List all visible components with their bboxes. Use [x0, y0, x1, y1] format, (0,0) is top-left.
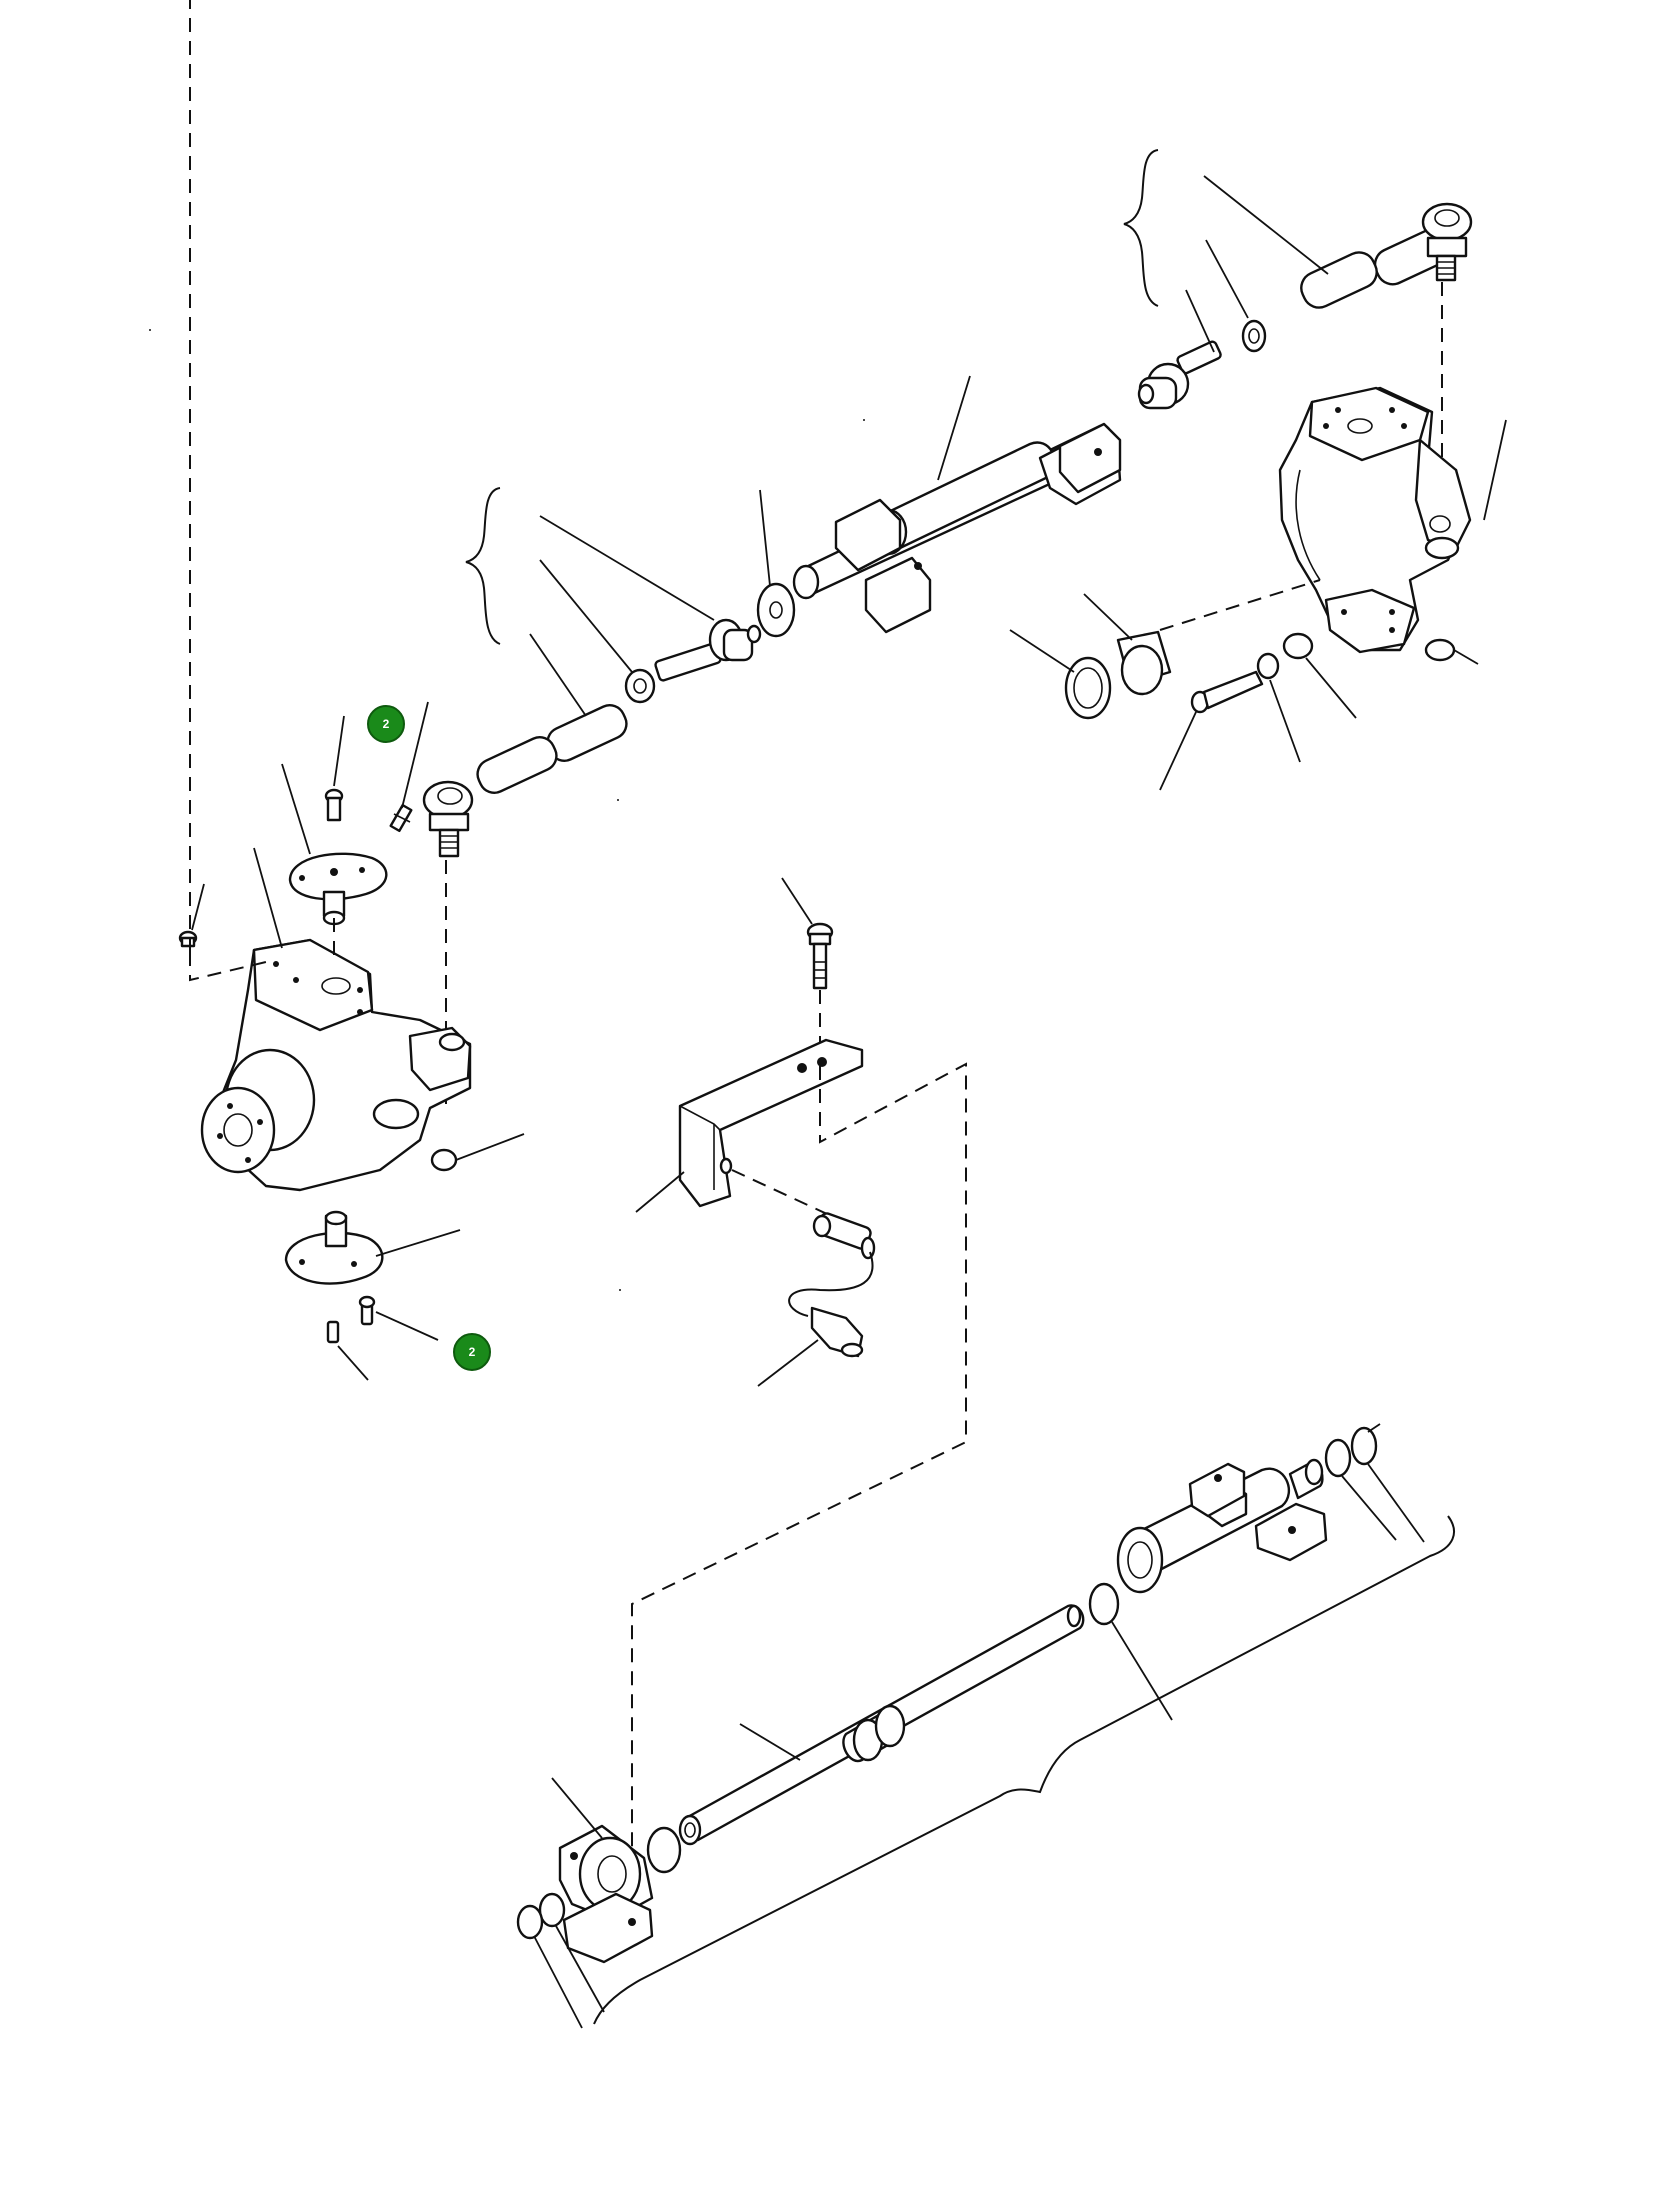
- nut-right: [1256, 652, 1280, 680]
- bracket-bolt: [806, 922, 834, 990]
- brace-lower: [593, 1515, 1455, 2025]
- hub-flange: [200, 1086, 276, 1174]
- lower-cylinder-assembly: [516, 1423, 1455, 2029]
- upper-king-pin-cap: [288, 852, 388, 926]
- callout-badge-2-upper-label: 2: [383, 717, 390, 731]
- lower-cylinder-barrel: [1132, 1467, 1291, 1576]
- inner-ball-joint-upper: [1137, 340, 1222, 410]
- jam-nut-upper: [1241, 319, 1267, 353]
- brace-upper-left: [465, 487, 501, 645]
- callout-badge-2-lower-label: 2: [469, 1345, 476, 1359]
- lower-fasteners-left: [326, 1295, 439, 1381]
- nut-knuckle-right: [1424, 638, 1456, 662]
- speed-sensor: [788, 1212, 876, 1358]
- seal-left-2: [516, 1904, 544, 1940]
- seal-left-1: [538, 1892, 566, 1928]
- nut-knuckle-left: [430, 1148, 458, 1172]
- seal-right-2: [1350, 1426, 1378, 1466]
- o-ring-left: [646, 1826, 682, 1874]
- seal-ring: [1064, 656, 1112, 720]
- washer-right: [1282, 632, 1314, 660]
- sensor-bracket: [678, 1038, 864, 1208]
- callout-badge-2-upper: 2: [367, 705, 405, 743]
- o-ring-mid: [1088, 1582, 1120, 1626]
- seal-right-1: [1324, 1438, 1352, 1478]
- steering-knuckle-left: [178, 0, 525, 1192]
- inner-ball-joint-left: [654, 618, 762, 682]
- brace-upper-right: [1123, 149, 1159, 307]
- steering-knuckle-right: [1278, 386, 1507, 665]
- sensor-bracket-assembly: [631, 877, 967, 1900]
- bolt-right: [1190, 670, 1264, 714]
- end-gland-left: [558, 1824, 654, 1964]
- knuckle-hardware-right: [1009, 579, 1357, 791]
- tie-rod-end-left: [422, 780, 474, 858]
- steering-cylinder-upper: [792, 375, 1122, 634]
- grease-fitting-left: [389, 803, 413, 833]
- upper-left-tie-rod-assembly: [422, 487, 796, 1110]
- cap-screw-top: [324, 788, 344, 822]
- lower-king-pin-cap: [284, 1210, 461, 1285]
- upper-tie-rod-assembly: [1123, 149, 1473, 540]
- callout-badge-2-lower: 2: [453, 1333, 491, 1371]
- washer-cylinder: [756, 582, 796, 638]
- jam-nut-left: [624, 668, 656, 704]
- tie-rod-end-upper: [1300, 202, 1473, 309]
